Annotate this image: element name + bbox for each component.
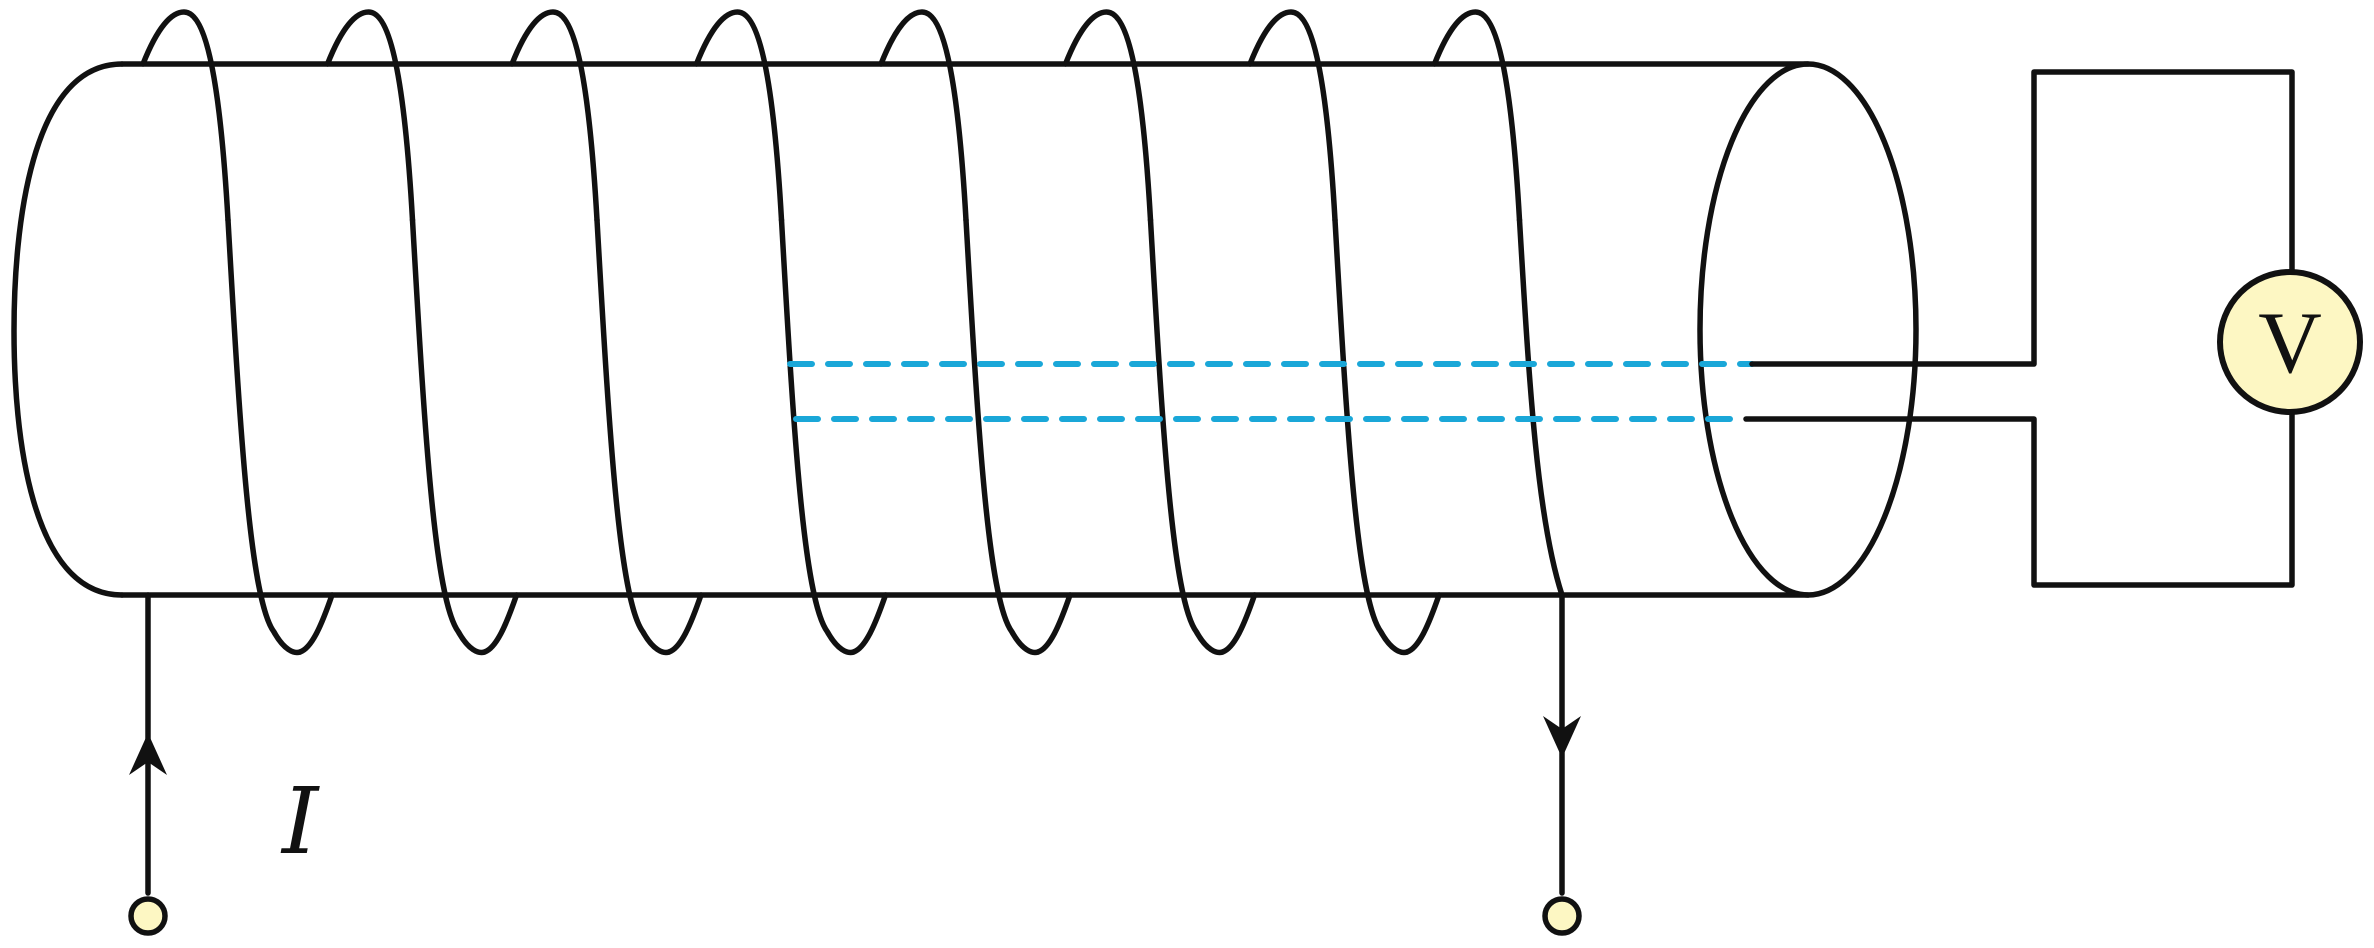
coil-front-stroke xyxy=(594,217,672,656)
voltmeter-circuit: V xyxy=(1743,69,2363,588)
probe-wire-upper-outside xyxy=(1749,69,2295,367)
coil-bottom-loop xyxy=(666,592,704,655)
cylinder-left-cap xyxy=(11,61,125,598)
coil-bottom-loop xyxy=(481,592,520,655)
coil-front-stroke xyxy=(1332,217,1410,656)
coil-front-strokes xyxy=(225,217,1565,656)
probe-wire-lower-outside xyxy=(1743,409,2295,588)
cylinder-right-end-ellipse xyxy=(1697,61,1919,598)
coil-top-loop xyxy=(693,9,785,223)
output-terminal xyxy=(1542,896,1582,936)
coil-top-loop xyxy=(1431,9,1523,223)
input-terminal xyxy=(128,896,168,936)
current-input-lead xyxy=(128,592,168,936)
coil-bottom-loop xyxy=(1404,592,1442,655)
coil-top-loop xyxy=(324,9,416,223)
coil-bottom-loop xyxy=(1035,592,1073,655)
voltmeter-label: V xyxy=(2258,295,2322,392)
current-output-lead xyxy=(1542,592,1582,936)
coil-front-stroke xyxy=(1147,217,1226,656)
coil-top-loop xyxy=(140,9,231,223)
output-arrow-down xyxy=(1543,716,1581,758)
coil-front-stroke xyxy=(225,217,303,656)
cylinder xyxy=(11,61,1919,598)
coil-last-stroke xyxy=(1516,217,1565,598)
coil-top-loop xyxy=(509,9,600,223)
voltmeter xyxy=(2217,269,2363,415)
coil-bottom-loop xyxy=(297,592,335,655)
coil-top-loop xyxy=(878,9,969,223)
coil-front-stroke xyxy=(963,217,1041,656)
coil-front-stroke xyxy=(409,217,488,656)
input-arrow-up xyxy=(129,733,167,775)
coil-top-loop xyxy=(1247,9,1338,223)
coil-top-loop xyxy=(1062,9,1154,223)
coil-bottom-loop xyxy=(1219,592,1258,655)
probe-wires-inside xyxy=(787,361,1755,422)
current-label: I xyxy=(280,768,320,875)
coil-back-arcs xyxy=(140,9,1523,223)
coil-bottom-loop xyxy=(850,592,889,655)
coil-front-stroke xyxy=(778,217,857,656)
coil-bottom-arcs xyxy=(297,592,1442,655)
